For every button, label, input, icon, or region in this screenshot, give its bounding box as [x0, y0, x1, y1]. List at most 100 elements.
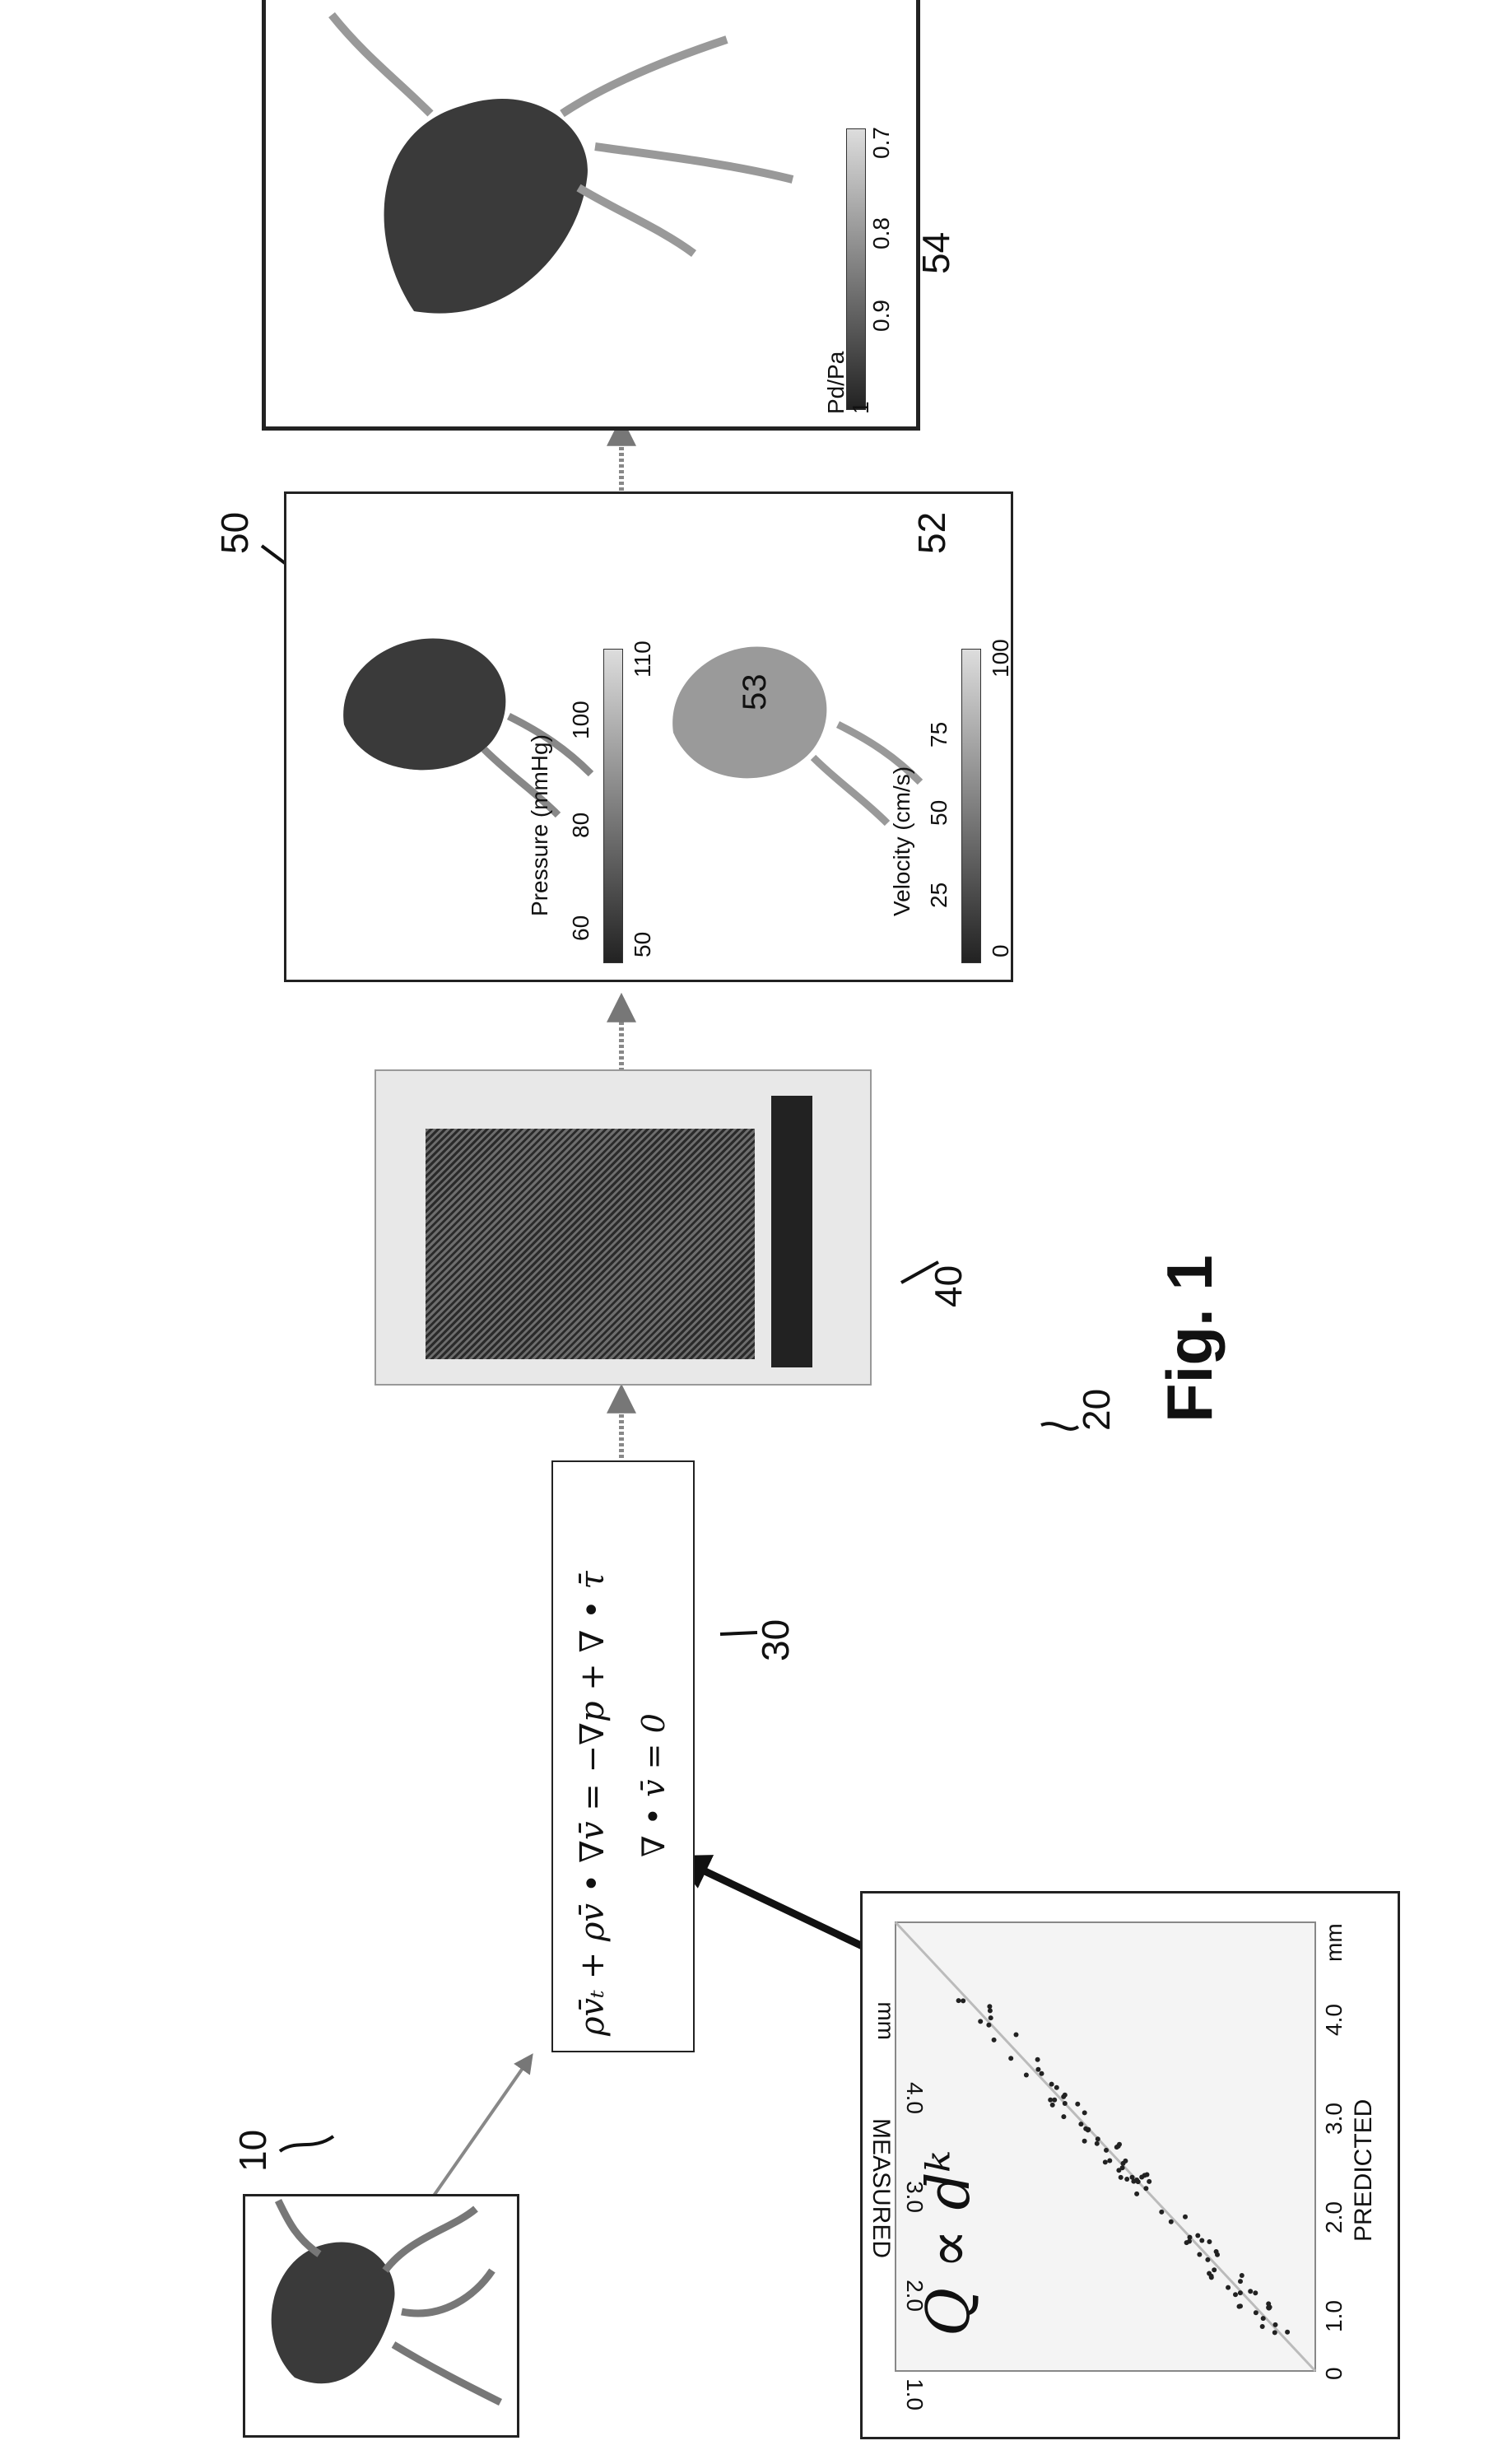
scatter-point: [1134, 2192, 1139, 2196]
scatter-point: [1209, 2275, 1214, 2280]
scatter-point: [1238, 2303, 1243, 2308]
x-tick-3: 3.0: [1321, 2103, 1347, 2135]
ref-label-54: 54: [914, 232, 958, 274]
scatter-point: [978, 2019, 983, 2024]
scatter-point: [1075, 2102, 1080, 2107]
scatter-point: [1143, 2186, 1148, 2191]
scatter-point: [1272, 2330, 1277, 2335]
computer-panel: [771, 1096, 812, 1367]
scatter-point: [1285, 2330, 1290, 2335]
x-axis-label: PREDICTED: [1350, 2099, 1378, 2242]
scatter-point: [1136, 2179, 1141, 2184]
scatter-point: [1104, 2148, 1109, 2153]
pressure-scale-title: Pressure (mmHg): [527, 734, 553, 916]
ffr-result-box: [262, 0, 920, 431]
ffr-label-0-8: 0.8: [868, 217, 895, 249]
ffr-illustration: [266, 0, 916, 426]
momentum-equation: ρv̄ₜ + ρv̄ • ∇v̄ = −∇p + ∇ • τ̄: [574, 1571, 612, 2036]
scatter-point: [1014, 2033, 1019, 2038]
scatter-point: [986, 2023, 991, 2028]
scatter-point: [1267, 2306, 1272, 2311]
scatter-point: [1147, 2179, 1151, 2184]
scatter-point: [1207, 2239, 1212, 2244]
velocity-color-scale: [961, 649, 981, 963]
scatter-point: [1205, 2257, 1210, 2262]
y-tick-4: 4.0: [901, 2082, 928, 2114]
scatter-point: [1240, 2273, 1244, 2278]
scatter-point: [1199, 2238, 1204, 2243]
ref-label-50: 50: [212, 512, 257, 554]
pressure-label-110: 110: [630, 640, 656, 678]
scatter-point: [1061, 2114, 1066, 2119]
scatter-point: [1169, 2219, 1174, 2224]
scatter-point: [1035, 2067, 1040, 2072]
x-tick-1: 1.0: [1321, 2300, 1347, 2332]
scatter-point: [1117, 2142, 1122, 2147]
y-tick-3: 3.0: [901, 2181, 928, 2213]
scatter-point: [988, 2008, 993, 2013]
leader-10: [280, 2136, 333, 2151]
scatter-point: [1063, 2093, 1068, 2098]
velocity-label-100: 100: [988, 639, 1014, 678]
scatter-point: [992, 2038, 997, 2042]
scatter-point: [1238, 2279, 1243, 2284]
scatter-point: [1273, 2322, 1278, 2327]
scatter-point: [1197, 2252, 1202, 2257]
figure-caption: Fig. 1: [1152, 1255, 1227, 1423]
continuity-equation: ∇ • v̄ = 0: [635, 1713, 672, 1857]
scatter-point: [1215, 2252, 1220, 2257]
scatter-point: [956, 1998, 961, 2003]
leader-30: [720, 1633, 757, 1634]
equation-box: ρv̄ₜ + ρv̄ • ∇v̄ = −∇p + ∇ • τ̄ ∇ • v̄ =…: [551, 1460, 695, 2052]
scatter-point: [1078, 2122, 1083, 2126]
scatter-point: [1260, 2324, 1265, 2329]
scatter-point: [1145, 2173, 1150, 2178]
arrow-scatter-to-equations: [679, 1859, 864, 1947]
scatter-point: [1049, 2082, 1054, 2087]
y-unit: mm: [872, 2001, 899, 2040]
scatter-point: [1086, 2127, 1091, 2132]
scatter-point: [1139, 2175, 1144, 2180]
ffr-label-0-9: 0.9: [868, 300, 895, 332]
scatter-point: [989, 2015, 993, 2020]
scatter-point: [1107, 2159, 1112, 2164]
scatter-point: [1103, 2159, 1108, 2164]
x-axis-origin: 0: [1321, 2367, 1347, 2380]
scatter-point: [1238, 2290, 1243, 2295]
y-tick-1: 1.0: [901, 2378, 928, 2410]
scatter-point: [1095, 2141, 1100, 2146]
scatter-point: [1008, 2056, 1013, 2061]
ref-label-10: 10: [230, 2130, 275, 2172]
y-axis-label: MEASURED: [867, 2118, 895, 2258]
pressure-label-80: 80: [568, 813, 594, 838]
scatter-point: [1253, 2290, 1258, 2295]
scatter-point: [1159, 2210, 1164, 2215]
scatter-point: [1248, 2289, 1253, 2294]
scatter-point: [1183, 2215, 1188, 2219]
scatter-point: [1124, 2177, 1129, 2182]
ref-label-53: 53: [737, 674, 774, 711]
scatter-point: [961, 1998, 965, 2003]
ref-label-20: 20: [1074, 1389, 1119, 1431]
scatter-point: [1035, 2057, 1040, 2062]
scatter-point: [1254, 2310, 1258, 2315]
ffr-label-0-7: 0.7: [868, 127, 895, 159]
scatter-point: [1052, 2098, 1057, 2103]
vessel-illustration: [245, 2196, 517, 2435]
scatter-point: [1261, 2316, 1266, 2321]
scatter-point: [1050, 2103, 1055, 2108]
leader-20: [1041, 1423, 1078, 1429]
pressure-label-50: 50: [630, 932, 656, 957]
ref-label-40: 40: [926, 1265, 970, 1307]
scatter-point: [1233, 2292, 1238, 2297]
pressure-label-60: 60: [568, 915, 594, 941]
scatter-point: [1024, 2073, 1029, 2078]
velocity-label-50: 50: [926, 800, 952, 826]
scatter-point: [1195, 2233, 1200, 2238]
velocity-label-0: 0: [988, 944, 1014, 957]
velocity-label-75: 75: [926, 722, 952, 748]
patient-image-box: [243, 2194, 519, 2438]
velocity-scale-title: Velocity (cm/s): [889, 766, 915, 916]
